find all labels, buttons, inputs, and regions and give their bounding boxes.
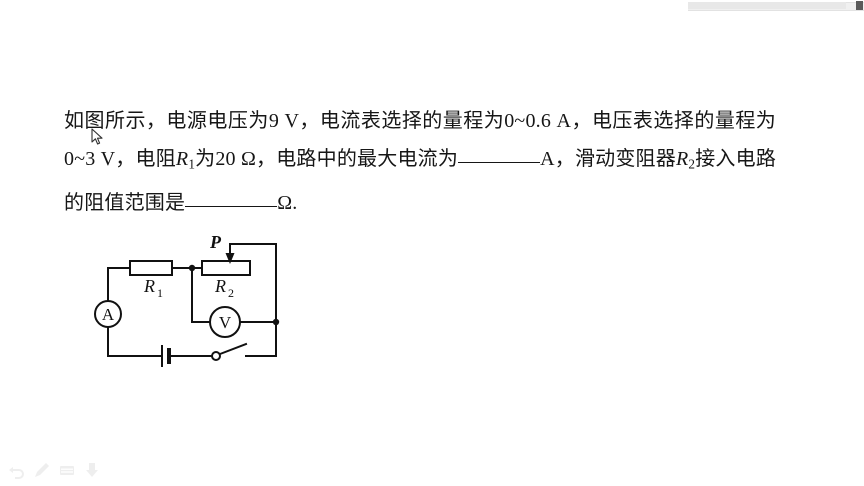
question-line2-e: ，滑动变阻 — [554, 148, 656, 170]
current-unit: A — [540, 148, 555, 170]
resistor-r1-label: R — [143, 276, 155, 296]
rheostat-r2-label: R — [214, 276, 226, 296]
question-line2-b: ，电阻 — [115, 148, 176, 170]
switch-lever — [218, 342, 248, 356]
slider-p-label: P — [209, 232, 222, 252]
circuit-diagram: A V R 1 R 2 P — [86, 232, 298, 368]
question-line1-a: 如图所示，电源电压为 — [64, 110, 269, 132]
question-line3-b: 接入电路的阻值范围是 — [64, 148, 777, 214]
rheostat-r2-symbol: R — [675, 148, 689, 170]
resistor-r1-box — [129, 260, 173, 276]
download-icon[interactable] — [83, 461, 101, 479]
answer-blank-current[interactable] — [458, 162, 541, 163]
resistor-r1-symbol: R — [175, 148, 189, 170]
question-line1-b: ，电流表选择的量程为 — [299, 110, 505, 132]
resistor-r1-label-sub: 1 — [157, 286, 163, 300]
answer-blank-resistance[interactable] — [185, 205, 278, 207]
switch-pivot — [211, 351, 221, 361]
scrollbar-thumb[interactable] — [688, 2, 846, 9]
eraser-icon[interactable] — [58, 461, 76, 479]
resistance-unit: Ω. — [277, 191, 298, 214]
pen-icon[interactable] — [33, 461, 51, 479]
voltmeter-label: V — [219, 313, 232, 332]
undo-icon[interactable] — [8, 461, 26, 479]
question-paragraph: 如图所示，电源电压为9 V，电流表选择的量程为0~0.6 A，电压表选择的量程为… — [64, 102, 776, 222]
rheostat-r2-box — [201, 260, 251, 276]
question-text-block: 如图所示，电源电压为9 V，电流表选择的量程为0~0.6 A，电压表选择的量程为… — [64, 102, 776, 222]
question-line3-a: 器 — [655, 148, 676, 170]
resistor-r1-subscript: 1 — [188, 156, 196, 172]
question-line1-c: ，电压表选择的 — [571, 110, 715, 132]
rheostat-r2-label-sub: 2 — [228, 286, 234, 300]
resistor-r1-value: 20 Ω — [215, 148, 257, 170]
question-line2-a: 量程为 — [714, 110, 777, 132]
question-line2-c: 为 — [195, 148, 216, 170]
voltmeter-range-value: 0~3 V — [64, 148, 116, 170]
horizontal-scrollbar[interactable] — [688, 0, 864, 11]
source-voltage-value: 9 V — [268, 110, 300, 132]
ammeter-range-value: 0~0.6 A — [504, 110, 572, 132]
slider-arrow-head — [225, 253, 235, 264]
bottom-toolbar — [0, 452, 864, 486]
question-line2-d: ，电路中的最大电流为 — [256, 148, 459, 170]
ammeter-circle — [94, 300, 122, 328]
rheostat-r2-subscript: 2 — [688, 156, 696, 172]
ammeter-label: A — [102, 305, 115, 324]
scrollbar-endcap[interactable] — [856, 1, 863, 10]
